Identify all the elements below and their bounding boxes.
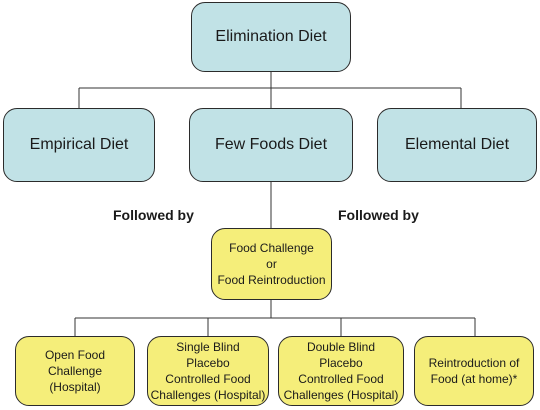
food-challenge-line: Food Challenge <box>229 241 314 255</box>
food-challenge-or: or <box>266 257 277 271</box>
few-foods-diet-label: Few Foods Diet <box>214 136 328 153</box>
double-blind-line-3: Controlled Food <box>298 372 384 386</box>
single-blind-line-4: Challenges (Hospital) <box>150 388 266 402</box>
double-blind-line-2: Placebo <box>319 356 363 370</box>
empirical-diet-label: Empirical Diet <box>29 136 129 153</box>
open-line-2: Challenge <box>47 364 103 378</box>
elemental-diet-box: Elemental Diet <box>377 108 537 182</box>
home-reintroduction-box: Reintroduction of Food (at home)* <box>414 336 534 406</box>
food-challenge-box: Food Challenge or Food Reintroduction <box>211 228 332 300</box>
double-blind-box: Double Blind Placebo Controlled Food Cha… <box>278 336 404 406</box>
single-blind-line-2: Placebo <box>186 356 230 370</box>
open-food-challenge-box: Open Food Challenge (Hospital) <box>15 336 135 406</box>
followed-by-label-right: Followed by <box>338 207 419 223</box>
food-reintroduction-line: Food Reintroduction <box>217 273 326 287</box>
elimination-diet-box: Elimination Diet <box>191 2 351 72</box>
few-foods-diet-box: Few Foods Diet <box>189 108 353 182</box>
single-blind-box: Single Blind Placebo Controlled Food Cha… <box>147 336 269 406</box>
single-blind-line-3: Controlled Food <box>165 372 251 386</box>
empirical-diet-box: Empirical Diet <box>3 108 155 182</box>
elemental-diet-label: Elemental Diet <box>404 136 510 153</box>
home-line-2: Food (at home)* <box>430 372 518 386</box>
double-blind-line-4: Challenges (Hospital) <box>283 388 399 402</box>
elimination-diet-label: Elimination Diet <box>215 28 327 45</box>
followed-by-label-left: Followed by <box>113 207 194 223</box>
open-line-1: Open Food <box>44 348 106 362</box>
home-line-1: Reintroduction of <box>428 356 520 370</box>
single-blind-line-1: Single Blind <box>176 340 240 354</box>
open-line-3: (Hospital) <box>49 380 101 394</box>
double-blind-line-1: Double Blind <box>306 340 376 354</box>
